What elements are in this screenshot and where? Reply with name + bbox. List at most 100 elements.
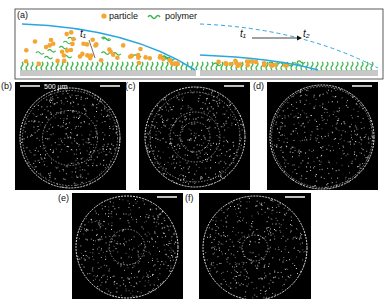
speckle (285, 138, 286, 139)
speckle (339, 110, 340, 111)
speckle (126, 241, 127, 242)
speckle (253, 231, 254, 232)
speckle (152, 239, 153, 240)
speckle (294, 265, 295, 266)
speckle (96, 125, 97, 126)
speckle (197, 144, 198, 145)
speckle (63, 120, 64, 121)
speckle (77, 158, 78, 159)
speckle (344, 123, 345, 124)
speckle (297, 117, 298, 118)
speckle (174, 244, 175, 245)
speckle (258, 254, 259, 255)
speckle (152, 137, 153, 138)
particle (158, 54, 163, 59)
speckle (203, 102, 204, 103)
speckle (350, 126, 351, 127)
speckle (321, 156, 322, 157)
speckle (50, 124, 51, 125)
speckle (325, 136, 326, 137)
polymer (156, 62, 158, 70)
speckle (294, 148, 295, 149)
speckle (162, 227, 163, 228)
speckle (359, 142, 360, 143)
speckle (110, 251, 111, 252)
speckle (172, 156, 173, 157)
particle (69, 30, 74, 35)
speckle (347, 100, 348, 101)
speckle (181, 174, 182, 175)
speckle (97, 121, 98, 122)
speckle (346, 102, 347, 103)
speckle (360, 104, 361, 105)
speckle (235, 124, 236, 125)
speckle (298, 250, 299, 251)
speckle (339, 148, 340, 149)
speckle (158, 167, 159, 168)
speckle (133, 205, 134, 206)
speckle (337, 120, 338, 121)
speckle (105, 121, 106, 122)
speckle (316, 174, 317, 175)
speckle (122, 199, 123, 200)
speckle (145, 246, 146, 247)
speckle (161, 261, 162, 262)
speckle (34, 121, 35, 122)
speckle (280, 135, 281, 136)
speckle (223, 167, 224, 168)
speckle (101, 267, 102, 268)
speckle (67, 101, 68, 102)
speckle (110, 292, 111, 293)
speckle (164, 227, 165, 228)
particle (33, 39, 38, 44)
speckle (124, 239, 125, 240)
speckle (93, 137, 94, 138)
speckle (96, 276, 97, 277)
speckle (71, 129, 72, 130)
speckle (86, 229, 87, 230)
speckle (35, 154, 36, 155)
speckle (173, 106, 174, 107)
speckle (96, 111, 97, 112)
speckle (108, 210, 109, 211)
speckle (90, 151, 91, 152)
speckle (328, 102, 329, 103)
speckle (355, 141, 356, 142)
speckle (58, 125, 59, 126)
speckle (162, 228, 163, 229)
speckle (315, 185, 316, 186)
speckle (182, 106, 183, 107)
speckle (339, 130, 340, 131)
speckle (72, 95, 73, 96)
speckle (305, 153, 306, 154)
speckle (104, 233, 105, 234)
speckle (84, 267, 85, 268)
speckle (51, 114, 52, 115)
speckle (53, 150, 54, 151)
speckle (94, 98, 95, 99)
speckle (110, 201, 111, 202)
polymer (86, 62, 88, 70)
speckle (148, 277, 149, 278)
speckle (139, 207, 140, 208)
scale-bar (100, 85, 120, 87)
speckle (63, 170, 64, 171)
speckle (146, 236, 147, 237)
speckle (33, 163, 34, 164)
speckle (74, 117, 75, 118)
polymer (201, 62, 203, 70)
speckle (304, 113, 305, 114)
speckle (292, 110, 293, 111)
speckle (338, 120, 339, 121)
speckle (49, 128, 50, 129)
speckle (298, 167, 299, 168)
speckle (268, 266, 269, 267)
speckle (78, 162, 79, 163)
speckle (92, 165, 93, 166)
speckle (181, 139, 182, 140)
speckle (316, 128, 317, 129)
speckle (146, 221, 147, 222)
speckle (336, 124, 337, 125)
speckle (244, 256, 245, 257)
speckle (80, 170, 81, 171)
